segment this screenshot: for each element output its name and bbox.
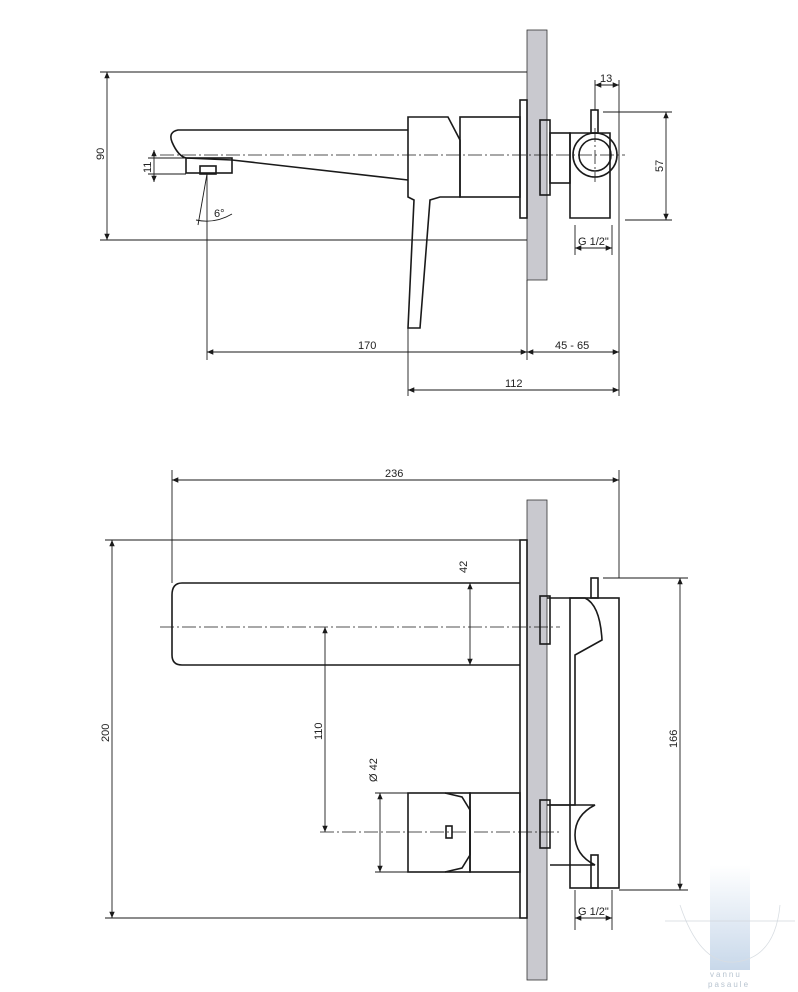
dim-label-diameter: Ø 42 bbox=[368, 758, 380, 782]
watermark-line2: pasaule bbox=[708, 980, 750, 989]
front-view: 236 42 200 110 Ø 42 166 G 1/2" bbox=[100, 468, 688, 981]
dim-label-42: 42 bbox=[458, 561, 470, 573]
internal-pipe bbox=[547, 597, 603, 806]
dim-label-110: 110 bbox=[313, 722, 325, 740]
aerator bbox=[185, 157, 233, 174]
dim-label-236: 236 bbox=[385, 468, 403, 480]
cartridge-body bbox=[469, 792, 521, 873]
pin bbox=[590, 577, 599, 599]
dim-label-112: 112 bbox=[505, 378, 523, 390]
dim-label-thread: G 1/2" bbox=[578, 906, 609, 918]
watermark-line1: vannu bbox=[710, 970, 742, 979]
dim-label-11: 11 bbox=[142, 162, 154, 173]
spout bbox=[171, 582, 520, 666]
mixer-body bbox=[407, 116, 461, 329]
watermark-logo: vannu pasaule bbox=[665, 865, 795, 989]
dim-label-thread: G 1/2" bbox=[578, 236, 609, 248]
dim-label-170: 170 bbox=[358, 340, 376, 352]
dim-label-166: 166 bbox=[668, 730, 680, 748]
flange-plate bbox=[519, 539, 528, 919]
spout bbox=[170, 129, 409, 181]
pin bbox=[590, 109, 599, 134]
box bbox=[569, 597, 620, 889]
flange-plate bbox=[519, 99, 528, 219]
wall-section bbox=[526, 499, 548, 981]
dim-label-200: 200 bbox=[100, 724, 112, 742]
outlet bbox=[199, 165, 217, 175]
dim-label-angle: 6° bbox=[214, 208, 225, 220]
dim-label-90: 90 bbox=[95, 148, 107, 160]
handle bbox=[407, 792, 471, 873]
side-view: 90 11 6° 13 57 G 1/2" 170 45 - 65 112 bbox=[95, 29, 672, 396]
valve-body bbox=[459, 116, 521, 198]
dim-label-57: 57 bbox=[654, 160, 666, 172]
dim-label-13: 13 bbox=[600, 73, 612, 85]
dim-label-45-65: 45 - 65 bbox=[555, 340, 589, 352]
